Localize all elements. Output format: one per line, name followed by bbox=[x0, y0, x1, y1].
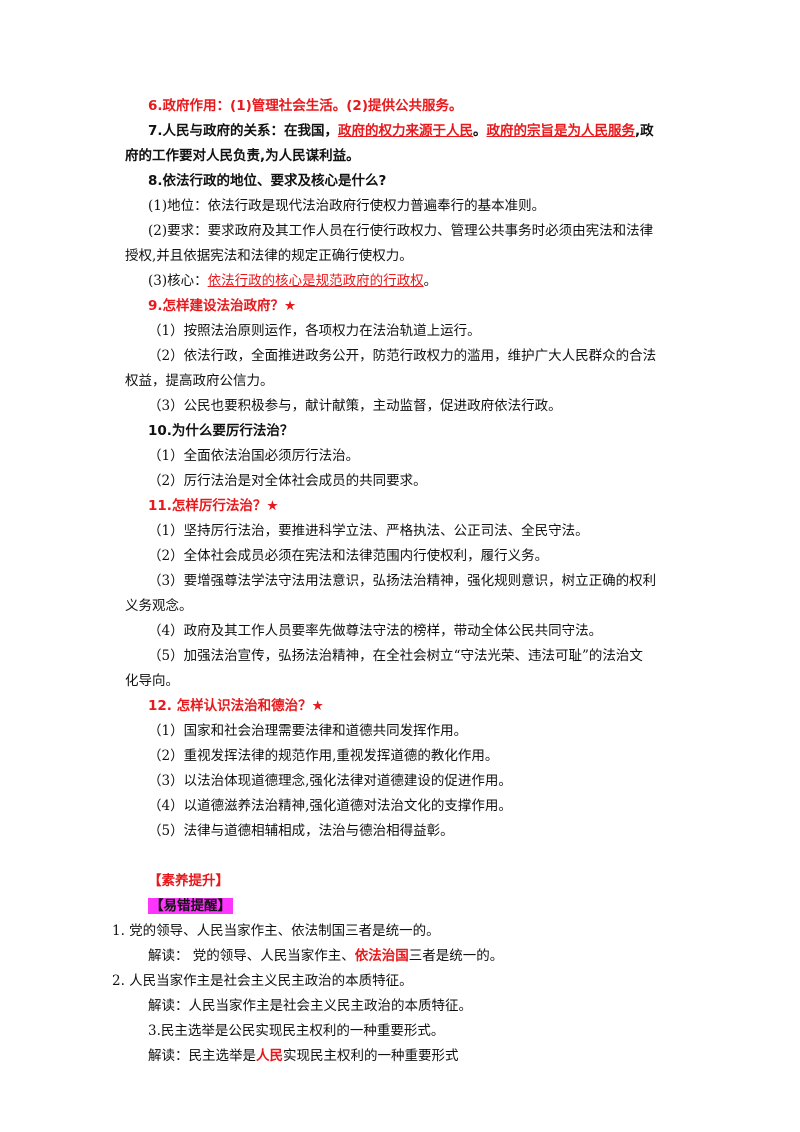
item-11-p3-line2: 义务观念。 bbox=[125, 598, 193, 614]
error-1-reading-suffix: 三者是统一的。 bbox=[408, 948, 504, 964]
error-1-reading-highlight: 依法治国 bbox=[354, 948, 409, 964]
error-1-reading-prefix: 解读： 党的领导、人民当家作主、 bbox=[148, 948, 355, 964]
item-7-suffix: ,政 bbox=[635, 123, 654, 139]
item-7-mid: 。 bbox=[473, 123, 487, 139]
item-11-p2: （2）全体社会成员必须在宪法和法律范围内行使权利，履行义务。 bbox=[148, 548, 549, 564]
item-8-title: 8.依法行政的地位、要求及核心是什么? bbox=[148, 173, 387, 189]
error-3-reading-highlight: 人民 bbox=[256, 1048, 283, 1064]
error-3-reading-prefix: 解读：民主选举是 bbox=[148, 1048, 256, 1064]
error-reminder-label: 【易错提醒】 bbox=[148, 898, 233, 914]
item-9-title: 9.怎样建设法治政府？★ bbox=[148, 298, 297, 314]
error-reminder-tag: 【易错提醒】 bbox=[148, 896, 233, 916]
item-9-p3: （3）公民也要积极参与，献计献策，主动监督，促进政府依法行政。 bbox=[148, 398, 562, 414]
item-11-p1: （1）坚持厉行法治，要推进科学立法、严格执法、公正司法、全民守法。 bbox=[148, 523, 589, 539]
item-9-p2-line2: 权益，提高政府公信力。 bbox=[125, 373, 274, 389]
item-11-p5-line1: （5）加强法治宣传，弘扬法治精神，在全社会树立“守法光荣、违法可耻”的法治文 bbox=[148, 648, 643, 664]
item-12-title: 12. 怎样认识法治和德治？★ bbox=[148, 698, 324, 714]
item-8-p3: (3)核心：依法行政的核心是规范政府的行政权。 bbox=[148, 271, 437, 291]
item-12-p5: （5）法律与道德相辅相成，法治与德治相得益彰。 bbox=[148, 823, 454, 839]
item-8-p3-highlight: 依法行政的核心是规范政府的行政权 bbox=[207, 273, 424, 289]
item-9-p1: （1）按照法治原则运作，各项权力在法治轨道上运行。 bbox=[148, 323, 481, 339]
item-12-p2: （2）重视发挥法律的规范作用,重视发挥道德的教化作用。 bbox=[148, 748, 499, 764]
item-7-highlight-purpose: 政府的宗旨是为人民服务 bbox=[486, 123, 636, 139]
item-8-p3-suffix: 。 bbox=[423, 273, 438, 289]
item-8-p3-prefix: (3)核心： bbox=[148, 273, 208, 289]
item-10-p2: （2）厉行法治是对全体社会成员的共同要求。 bbox=[148, 473, 427, 489]
error-3: 3.民主选举是公民实现民主权利的一种重要形式。 bbox=[148, 1023, 445, 1039]
section-title: 【素养提升】 bbox=[148, 873, 229, 889]
item-12-p1: （1）国家和社会治理需要法律和道德共同发挥作用。 bbox=[148, 723, 468, 739]
item-10-title: 10.为什么要厉行法治？ bbox=[148, 423, 294, 439]
item-7-line1: 7.人民与政府的关系：在我国，政府的权力来源于人民。政府的宗旨是为人民服务,政 bbox=[148, 121, 654, 141]
error-3-reading-suffix: 实现民主权利的一种重要形式 bbox=[283, 1048, 459, 1064]
item-11-p5-line2: 化导向。 bbox=[125, 673, 179, 689]
item-7-prefix: 7.人民与政府的关系：在我国， bbox=[148, 123, 339, 139]
error-1: 1. 党的领导、人民当家作主、依法制国三者是统一的。 bbox=[112, 923, 440, 939]
item-8-p2-line1: (2)要求：要求政府及其工作人员在行使行政权力、管理公共事务时必须由宪法和法律 bbox=[148, 223, 654, 239]
item-11-p4: （4）政府及其工作人员要率先做尊法守法的榜样，带动全体公民共同守法。 bbox=[148, 623, 603, 639]
item-7-line2: 府的工作要对人民负责,为人民谋利益。 bbox=[125, 148, 360, 164]
item-12-p3: （3）以法治体现道德理念,强化法律对道德建设的促进作用。 bbox=[148, 773, 512, 789]
item-7-highlight-power: 政府的权力来源于人民 bbox=[338, 123, 474, 139]
error-2-reading: 解读：人民当家作主是社会主义民主政治的本质特征。 bbox=[148, 998, 472, 1014]
error-2: 2. 人民当家作主是社会主义民主政治的本质特征。 bbox=[112, 973, 413, 989]
item-8-p1: (1)地位：依法行政是现代法治政府行使权力普遍奉行的基本准则。 bbox=[148, 198, 546, 214]
error-1-reading: 解读： 党的领导、人民当家作主、依法治国三者是统一的。 bbox=[148, 946, 503, 966]
item-8-p2-line2: 授权,并且依据宪法和法律的规定正确行使权力。 bbox=[125, 248, 413, 264]
item-11-title: 11.怎样厉行法治？★ bbox=[148, 498, 279, 514]
error-3-reading: 解读：民主选举是人民实现民主权利的一种重要形式 bbox=[148, 1046, 459, 1066]
item-11-p3-line1: （3）要增强尊法学法守法用法意识，弘扬法治精神，强化规则意识，树立正确的权利 bbox=[148, 573, 657, 589]
item-9-p2-line1: （2）依法行政，全面推进政务公开，防范行政权力的滥用，维护广大人民群众的合法 bbox=[148, 348, 657, 364]
item-10-p1: （1）全面依法治国必须厉行法治。 bbox=[148, 448, 360, 464]
item-12-p4: （4）以道德滋养法治精神,强化道德对法治文化的支撑作用。 bbox=[148, 798, 512, 814]
item-6-line: 6.政府作用：(1)管理社会生活。(2)提供公共服务。 bbox=[148, 98, 463, 114]
